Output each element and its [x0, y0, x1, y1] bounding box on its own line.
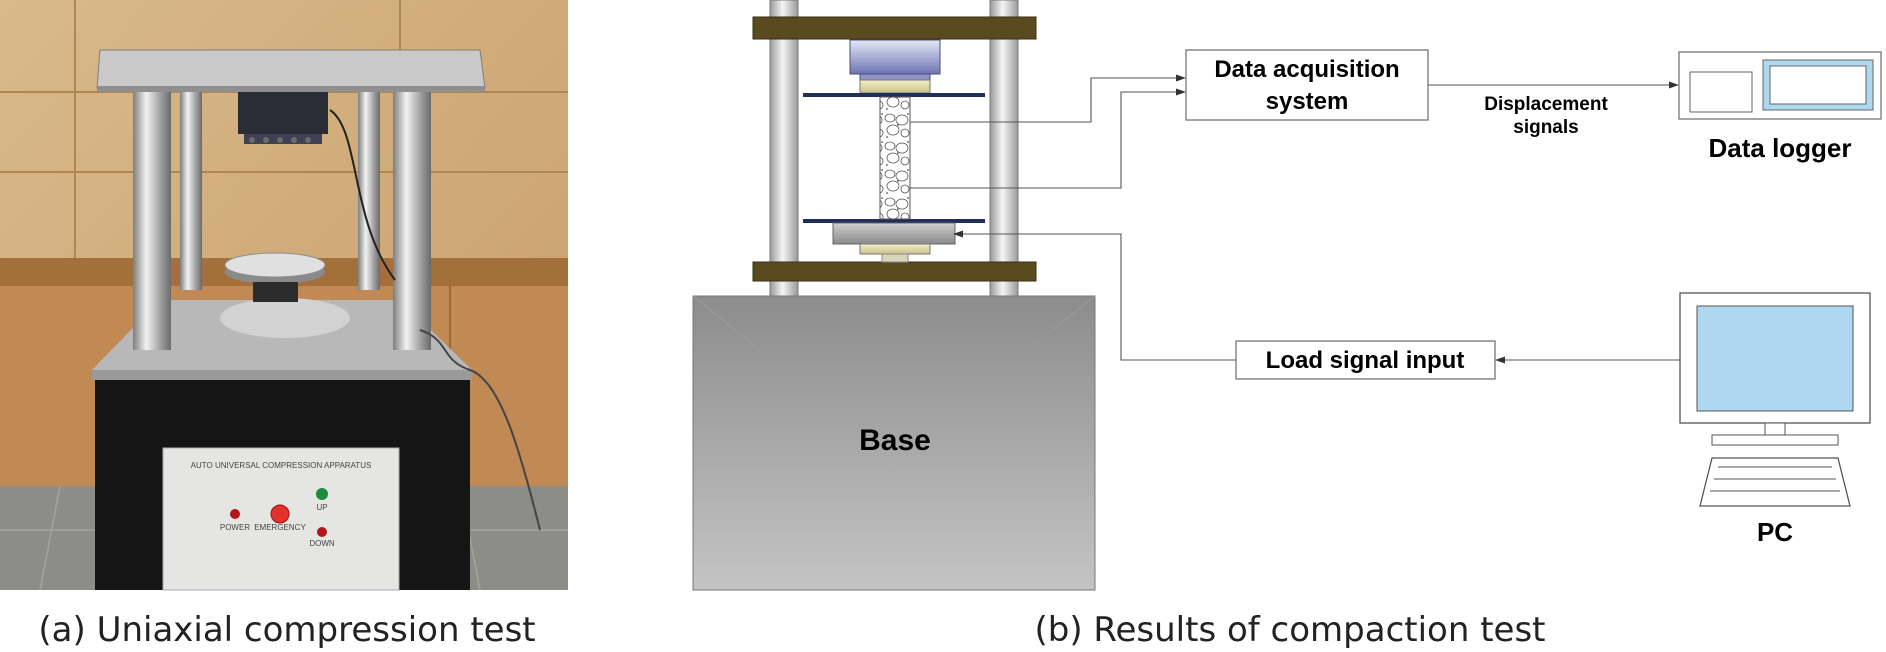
- right-column: [989, 0, 1019, 297]
- sensor-cable: [329, 109, 396, 281]
- down-label: DOWN: [309, 539, 335, 548]
- base-block: [692, 295, 1096, 591]
- lower-lvdt-bracket: [803, 219, 985, 223]
- test-setup-diagram: Base: [692, 0, 1096, 591]
- up-label: UP: [316, 503, 327, 512]
- left-column: [769, 0, 799, 297]
- load-signal-line: [958, 233, 1236, 361]
- daq-label-line1: Data acquisition: [1214, 56, 1399, 83]
- control-panel-title: AUTO UNIVERSAL COMPRESSION APPARATUS: [191, 461, 372, 470]
- front-right-column: [393, 72, 431, 350]
- logger-label: Data logger: [1708, 133, 1851, 163]
- up-button: [316, 488, 328, 500]
- power-button: [230, 509, 240, 519]
- caption-left: (a) Uniaxial compression test: [38, 610, 535, 650]
- power-label: POWER: [220, 523, 250, 532]
- daq-label-line2: system: [1266, 88, 1349, 115]
- upper-loading-plate: [859, 79, 931, 94]
- bottom-platen: [224, 252, 326, 278]
- aggregate-specimen: [879, 96, 911, 220]
- pc-screen: [1696, 305, 1854, 412]
- upper-lvdt-bracket: [803, 93, 985, 97]
- top-crossbeam: [752, 16, 1037, 40]
- front-left-column: [133, 72, 171, 350]
- data-logger: [1678, 51, 1882, 120]
- emergency-button: [270, 504, 290, 524]
- base-label: Base: [859, 424, 931, 457]
- bottom-platen-plate: [832, 222, 956, 245]
- down-button: [317, 527, 327, 537]
- pc-stand: [1764, 422, 1786, 436]
- compression-apparatus-photo: AUTO UNIVERSAL COMPRESSION APPARATUS POW…: [0, 0, 568, 591]
- displacement-line-upper: [910, 77, 1180, 123]
- signal-lines: [910, 74, 1680, 364]
- pc-label: PC: [1757, 517, 1793, 547]
- logger-panel: [1689, 71, 1753, 113]
- top-crosshead: [96, 49, 486, 89]
- bottom-crossbeam: [752, 261, 1037, 282]
- daq-box: Data acquisition system: [1185, 49, 1429, 121]
- emergency-label: EMERGENCY: [254, 523, 306, 532]
- load-signal-box: Load signal input: [1235, 340, 1496, 380]
- load-signal-label: Load signal input: [1266, 347, 1465, 374]
- pc-keyboard: [1699, 457, 1851, 507]
- pc-computer: [1679, 292, 1871, 507]
- displacement-line-lower: [910, 91, 1180, 189]
- displacement-label-line2: signals: [1513, 117, 1578, 138]
- load-cell: [238, 92, 328, 134]
- caption-right: (b) Results of compaction test: [1034, 610, 1545, 650]
- displacement-label-line1: Displacement: [1484, 94, 1608, 115]
- load-cell-cylinder: [849, 39, 941, 75]
